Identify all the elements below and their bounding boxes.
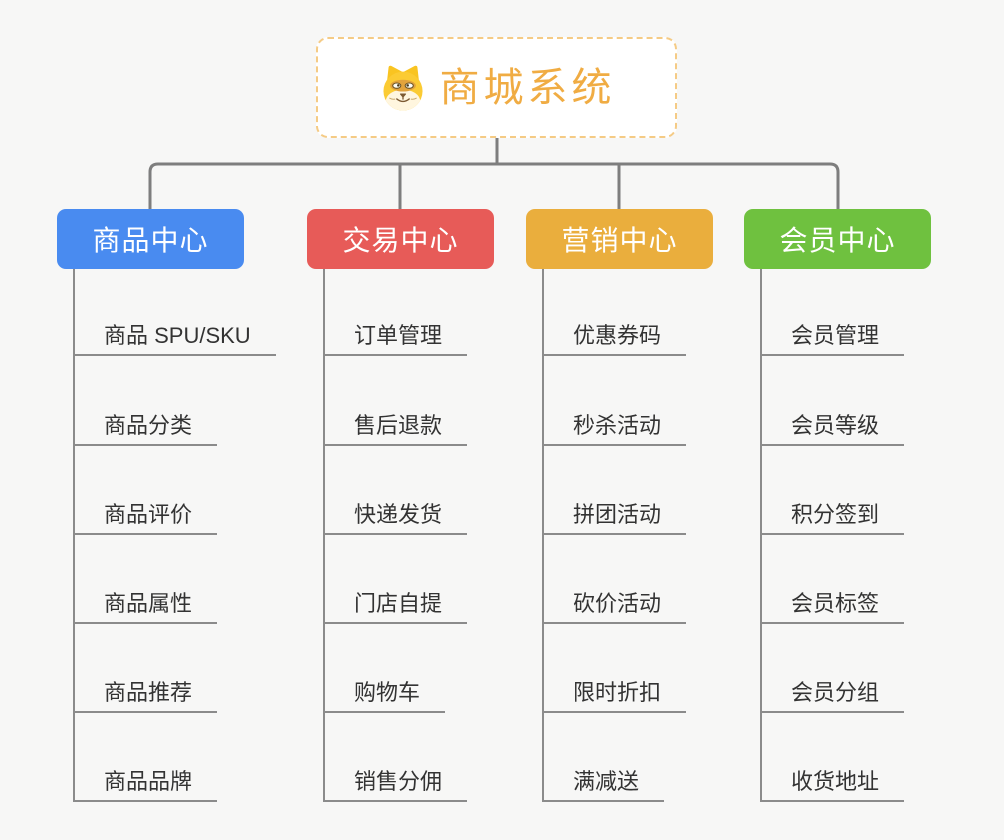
branch-label: 会员中心 bbox=[779, 225, 896, 256]
leaf-label: 商品 SPU/SKU bbox=[104, 323, 251, 348]
leaf-node[interactable]: 购物车 bbox=[323, 665, 446, 713]
leaf-node[interactable]: 积分签到 bbox=[760, 487, 905, 535]
leaf-node[interactable]: 拼团活动 bbox=[542, 487, 687, 535]
leaf-node[interactable]: 门店自提 bbox=[323, 576, 468, 624]
leaf-node[interactable]: 会员等级 bbox=[760, 398, 905, 446]
leaf-node[interactable]: 会员管理 bbox=[760, 308, 905, 356]
branch-node-trade-center[interactable]: 交易中心 bbox=[307, 209, 494, 269]
leaf-label: 优惠券码 bbox=[573, 323, 662, 348]
leaf-label: 会员分组 bbox=[791, 680, 880, 705]
branch-label: 交易中心 bbox=[342, 225, 459, 256]
leaf-label: 满减送 bbox=[573, 769, 640, 794]
leaf-label: 会员标签 bbox=[791, 591, 880, 616]
leaf-label: 商品评价 bbox=[104, 502, 193, 527]
leaf-node[interactable]: 商品评价 bbox=[73, 487, 218, 535]
leaf-label: 商品分类 bbox=[104, 413, 193, 438]
leaf-node[interactable]: 商品品牌 bbox=[73, 754, 218, 802]
leaf-label: 砍价活动 bbox=[573, 591, 662, 616]
branch-trunk-line bbox=[760, 269, 762, 801]
leaf-label: 收货地址 bbox=[791, 769, 880, 794]
leaf-node[interactable]: 商品属性 bbox=[73, 576, 218, 624]
dog-face-icon bbox=[382, 65, 423, 111]
leaf-node[interactable]: 砍价活动 bbox=[542, 576, 687, 624]
leaf-node[interactable]: 商品推荐 bbox=[73, 665, 218, 713]
branch-trunk-line bbox=[73, 269, 75, 801]
root-node[interactable]: 商城系统 bbox=[316, 37, 677, 138]
leaf-node[interactable]: 会员分组 bbox=[760, 665, 905, 713]
leaf-node[interactable]: 收货地址 bbox=[760, 754, 905, 802]
leaf-label: 购物车 bbox=[354, 680, 421, 705]
leaf-label: 会员等级 bbox=[791, 413, 880, 438]
leaf-node[interactable]: 商品分类 bbox=[73, 398, 218, 446]
leaf-node[interactable]: 限时折扣 bbox=[542, 665, 687, 713]
leaf-label: 商品推荐 bbox=[104, 680, 193, 705]
leaf-label: 积分签到 bbox=[791, 502, 880, 527]
branch-trunk-line bbox=[542, 269, 544, 801]
leaf-label: 订单管理 bbox=[354, 323, 443, 348]
branch-node-product-center[interactable]: 商品中心 bbox=[57, 209, 244, 269]
branch-node-marketing-center[interactable]: 营销中心 bbox=[526, 209, 713, 269]
leaf-label: 会员管理 bbox=[791, 323, 880, 348]
branch-trunk-line bbox=[323, 269, 325, 801]
leaf-label: 秒杀活动 bbox=[573, 413, 662, 438]
leaf-label: 商品属性 bbox=[104, 591, 193, 616]
leaf-label: 销售分佣 bbox=[354, 769, 443, 794]
branch-label: 营销中心 bbox=[561, 225, 678, 256]
leaf-label: 售后退款 bbox=[354, 413, 443, 438]
leaf-label: 商品品牌 bbox=[104, 769, 193, 794]
leaf-node[interactable]: 快递发货 bbox=[323, 487, 468, 535]
leaf-node[interactable]: 秒杀活动 bbox=[542, 398, 687, 446]
leaf-node[interactable]: 满减送 bbox=[542, 754, 665, 802]
leaf-node[interactable]: 商品 SPU/SKU bbox=[73, 308, 276, 356]
leaf-label: 限时折扣 bbox=[573, 680, 662, 705]
leaf-node[interactable]: 优惠券码 bbox=[542, 308, 687, 356]
leaf-node[interactable]: 订单管理 bbox=[323, 308, 468, 356]
branch-label: 商品中心 bbox=[92, 225, 209, 256]
leaf-label: 拼团活动 bbox=[573, 502, 662, 527]
branch-node-member-center[interactable]: 会员中心 bbox=[744, 209, 931, 269]
leaf-node[interactable]: 会员标签 bbox=[760, 576, 905, 624]
root-title: 商城系统 bbox=[439, 65, 616, 110]
leaf-node[interactable]: 售后退款 bbox=[323, 398, 468, 446]
leaf-label: 快递发货 bbox=[354, 502, 443, 527]
leaf-label: 门店自提 bbox=[354, 591, 443, 616]
leaf-node[interactable]: 销售分佣 bbox=[323, 754, 468, 802]
